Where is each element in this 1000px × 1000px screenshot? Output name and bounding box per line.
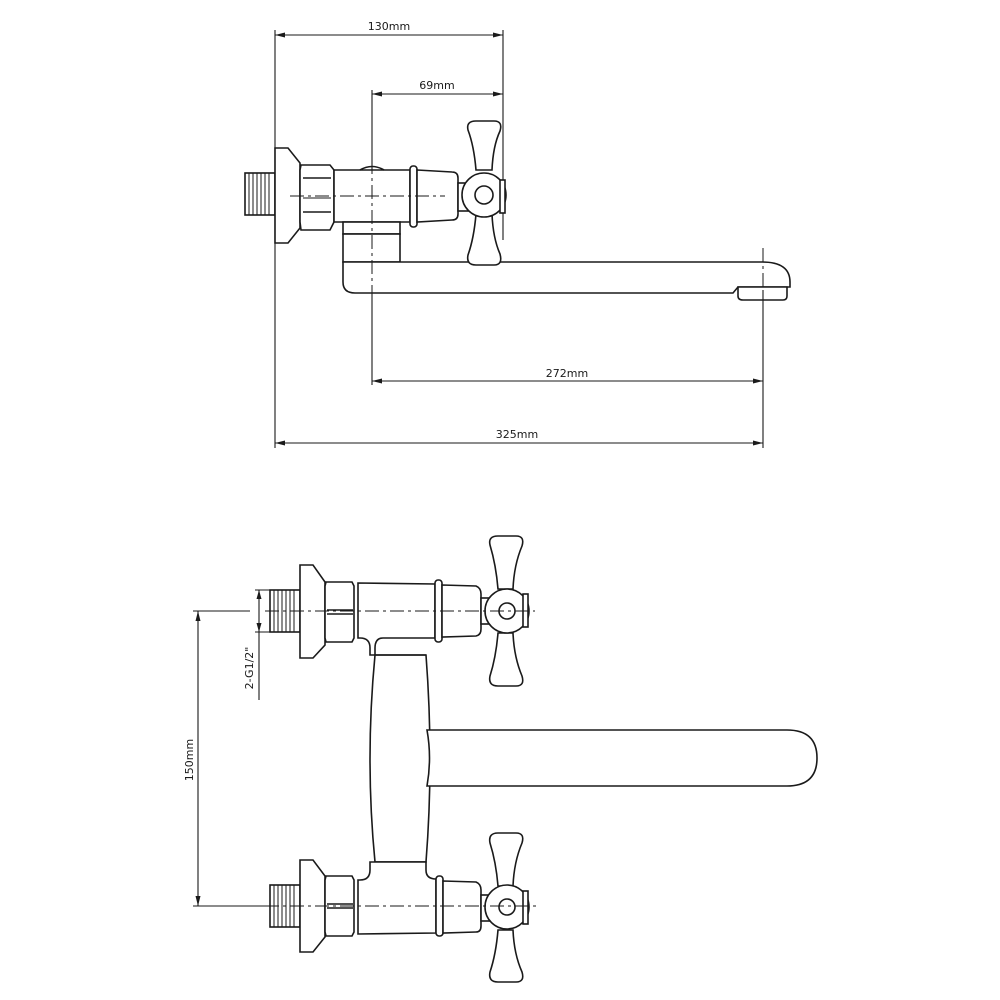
upper-inlet: [269, 564, 492, 659]
hex-nut: [299, 164, 335, 231]
dim-label-69: 69mm: [419, 79, 454, 92]
dimension-150mm: 150mm: [183, 610, 270, 907]
dim-label-150: 150mm: [183, 739, 196, 781]
lower-cross-handle: [484, 832, 530, 983]
dim-label-130: 130mm: [368, 20, 410, 33]
dim-label-325: 325mm: [496, 428, 538, 441]
front-view: 150mm 2-G1/2": [183, 535, 818, 983]
mixer-body: [369, 654, 431, 863]
dim-label-272: 272mm: [546, 367, 588, 380]
upper-cross-handle: [484, 535, 530, 687]
side-view: 130mm 69mm: [244, 20, 791, 448]
threaded-inlet: [244, 172, 276, 216]
dimension-272mm: 272mm: [372, 290, 764, 448]
swivel-spout: [342, 261, 791, 294]
dim-label-thread: 2-G1/2": [243, 647, 256, 690]
cross-handle: [461, 120, 507, 266]
dimension-325mm: 325mm: [275, 428, 763, 446]
spout-front: [426, 729, 818, 787]
dimension-thread: 2-G1/2": [243, 589, 272, 700]
